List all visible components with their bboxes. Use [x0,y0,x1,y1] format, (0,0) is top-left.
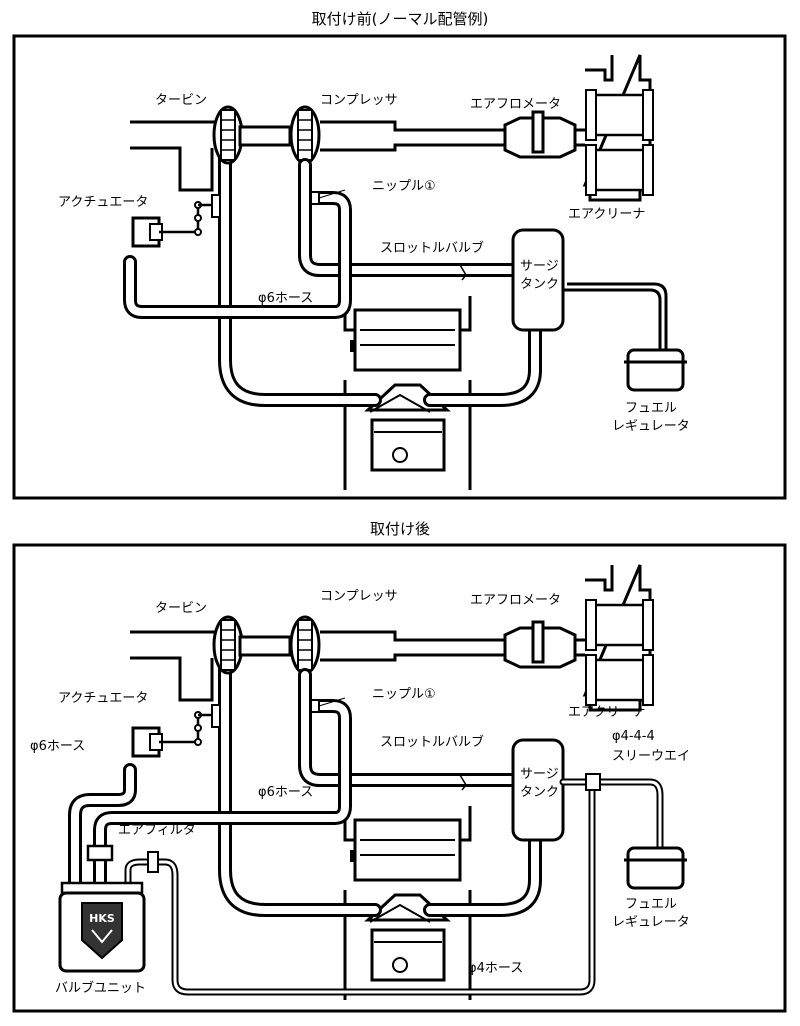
before-label-throttle-valve: スロットルバルブ [380,240,484,256]
before-label-nipple: ニップル① [372,179,436,194]
after-label-nipple: ニップル① [372,687,436,702]
before-label-airflow-meter: エアフロメータ [470,97,561,112]
after-label-three-way-1: φ4-4-4 [612,729,655,744]
after-hose-4 [124,781,596,996]
after-label-hose-6-left: φ6ホース [30,739,85,754]
after-label-surge-tank-1: サージ [520,767,559,782]
before-nipple [310,191,320,205]
before-label-hose-6: φ6ホース [258,291,313,306]
after-valve-unit-logo: HKS [89,912,115,925]
before-actuator-hose [123,191,352,319]
after-nipple [310,699,320,713]
after-fuel-regulator [626,846,685,890]
after-label-surge-tank-2: タンク [520,785,559,800]
after-nipple-leader [318,697,346,707]
before-panel: 取付け前(ノーマル配管例) タービン コンプレッサ エアフロメータ アクチュエー… [12,10,787,500]
after-label-compressor: コンプレッサ [320,589,398,604]
after-label-air-filter: エアフィルタ [118,823,196,838]
after-panel: 取付け後 [12,520,787,1013]
after-label-fuel-regulator-1: フュエル [625,897,677,912]
before-label-fuel-regulator-2: レギュレータ [612,419,690,434]
after-label-valve-unit: バルブユニット [55,980,146,996]
after-air-filter [86,844,114,862]
after-label-actuator: アクチュエータ [58,691,148,706]
before-frame [12,34,787,500]
after-label-fuel-regulator-2: レギュレータ [612,915,690,930]
after-label-three-way-2: スリーウエイ [612,749,690,764]
after-actuator-hose [68,763,137,892]
after-label-throttle-valve: スロットルバルブ [380,734,484,750]
before-label-surge-tank-2: タンク [520,277,559,292]
after-label-turbine: タービン [155,601,207,616]
before-label-turbine: タービン [155,93,207,108]
after-frame [12,543,787,1013]
after-inline-fitting [147,851,159,873]
before-label-surge-tank-1: サージ [520,259,559,274]
before-fuel-regulator [626,348,685,392]
after-label-hose-4: φ4ホース [468,961,523,976]
before-title: 取付け前(ノーマル配管例) [312,10,489,28]
after-valve-unit: HKS [58,881,146,973]
before-label-actuator: アクチュエータ [58,195,148,210]
before-label-compressor: コンプレッサ [320,93,398,108]
after-label-air-cleaner: エアクリーナ [568,705,645,720]
after-nipple-hose [93,699,352,892]
before-label-air-cleaner: エアクリーナ [568,207,645,222]
after-label-hose-6-mid: φ6ホース [258,785,313,800]
after-label-airflow-meter: エアフロメータ [470,593,561,608]
after-title: 取付け後 [370,520,430,538]
before-nipple-leader [318,189,346,199]
before-regulator-line [563,288,662,350]
before-label-fuel-regulator-1: フュエル [625,401,677,416]
after-three-way [559,773,664,852]
